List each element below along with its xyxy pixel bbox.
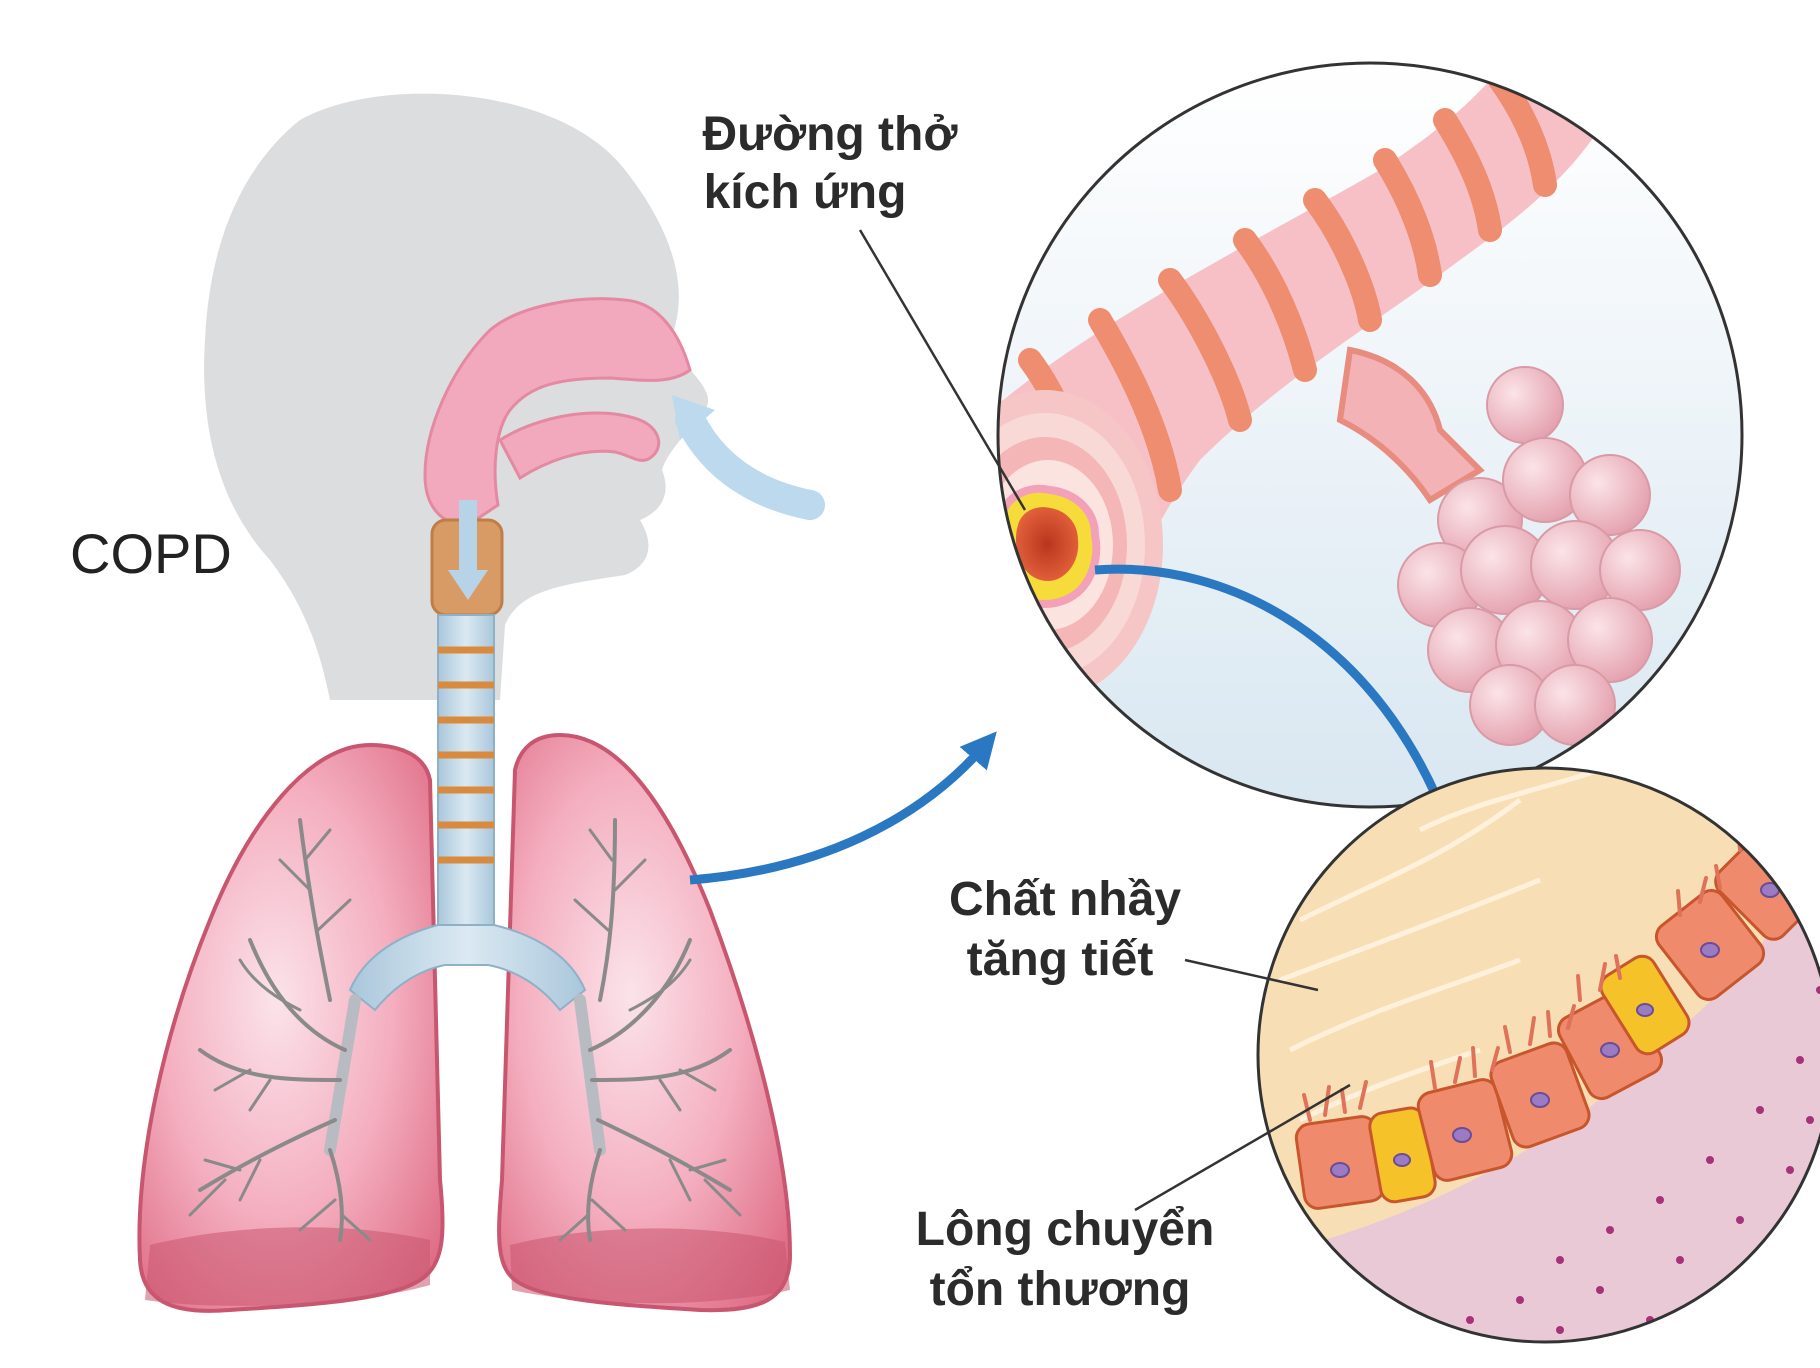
trachea [437,614,495,946]
trachea-cartilage-rings [438,646,494,864]
air-inflow-arrowhead [672,395,715,440]
excess-mucus-label-line2: tăng tiết [967,933,1154,986]
irritated-airway-leader [858,229,1027,511]
air-inflow-arrow [675,405,825,520]
alveoli-cluster [1397,366,1681,746]
right-lung [497,732,793,1313]
irritated-airway-label-line1: Đường thở [703,108,959,161]
oral-cavity [498,411,661,481]
submucosa [1258,800,1820,1342]
narrowed-lumen [1015,507,1079,581]
left-lung [137,742,445,1313]
main-bronchi [348,924,587,1012]
airway-magnifier [996,61,1744,809]
bronchus-tube [998,63,1620,580]
tissue-magnifier [1256,766,1820,1344]
left-bronchial-tree [188,818,372,1242]
excess-mucus-leader [1184,958,1319,992]
cell-nuclei [1330,882,1780,1178]
damaged-cilia-leader [1134,1083,1351,1212]
nasal-cavity [423,297,692,527]
excess-mucus-label-line1: Chất nhầy [949,873,1181,926]
irritated-airway-label-line2: kích ứng [704,166,907,219]
right-bronchial-tree [558,818,742,1242]
bronchiole-branch [1336,346,1485,505]
damaged-cilia-label-line1: Lông chuyển [916,1203,1215,1256]
airway-to-tissue-arrow [1094,564,1461,847]
lung-to-airway-arrow [689,731,997,885]
airway-cross-section [998,390,1163,700]
diagram-title: COPD [70,522,232,585]
damaged-cilia-label-line2: tổn thương [930,1263,1191,1316]
